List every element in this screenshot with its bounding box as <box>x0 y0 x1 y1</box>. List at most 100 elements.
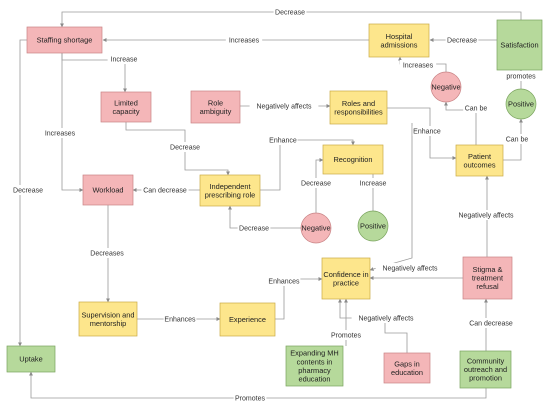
edge-label-bg <box>299 178 333 188</box>
edge-label-decrease-left: Decrease <box>13 188 43 195</box>
edge-label-bg <box>356 178 390 188</box>
edge-label-promotes-bottom: Promotes <box>235 396 265 403</box>
edge-negatively-affects-gaps <box>338 298 408 353</box>
edge-label-enhance-roles: Enhance <box>413 129 441 136</box>
node-label-expanding-mh: education <box>298 375 330 384</box>
node-roles-responsibilities <box>329 90 388 125</box>
node-label-negative-mid: Negative <box>301 224 330 233</box>
node-label-independent-prescribing: prescribing role <box>205 190 256 199</box>
node-label-hospital-admissions: Hospital <box>386 32 413 41</box>
node-confidence <box>321 257 371 300</box>
node-label-community-outreach: Community <box>467 357 505 366</box>
edge-label-can-be-positive: Can be <box>506 137 529 144</box>
node-negative-mid <box>300 212 332 244</box>
edge-label-decrease-capacity: Decrease <box>170 145 200 152</box>
edge-label-decrease-independent: Decrease <box>239 226 269 233</box>
node-label-confidence: Confidence in <box>323 270 368 279</box>
node-label-limited-capacity: Limited <box>114 98 138 107</box>
edge-label-bg <box>351 313 421 323</box>
edge-label-increase-limited: Increase <box>111 57 138 64</box>
edge-label-can-decrease-workload: Can decrease <box>143 188 187 195</box>
edge-label-enhances-experience: Enhances <box>164 317 196 324</box>
node-label-satisfaction: Satisfaction <box>500 41 538 50</box>
node-label-expanding-mh: contents in <box>297 357 333 366</box>
node-label-roles-responsibilities: responsibilities <box>334 107 383 116</box>
node-uptake <box>6 345 56 373</box>
node-supervision <box>78 301 138 337</box>
edge-label-bg <box>249 101 319 111</box>
edge-label-bg <box>375 263 445 273</box>
node-label-patient-outcomes: Patient <box>468 152 491 161</box>
edge-label-bg <box>451 210 521 220</box>
node-label-stigma: treatment <box>472 274 503 283</box>
node-positive-top <box>505 88 537 120</box>
edge-label-decrease-recognition: Decrease <box>301 181 331 188</box>
edge-label-bg <box>233 393 267 403</box>
edge-label-increase-recognition: Increase <box>360 181 387 188</box>
node-label-positive-mid: Positive <box>360 222 386 231</box>
edge-can-be-negative <box>444 101 477 145</box>
edge-label-can-decrease-stigma: Can decrease <box>469 321 513 328</box>
edge-label-increases-negative: Increases <box>403 63 434 70</box>
node-label-uptake: Uptake <box>19 355 42 364</box>
node-recognition <box>322 144 384 175</box>
edge-label-bg <box>41 128 79 138</box>
node-staffing-shortage <box>26 26 103 54</box>
edge-label-decrease-admissions: Decrease <box>447 38 477 45</box>
edge-label-bg <box>107 54 141 64</box>
node-label-expanding-mh: pharmacy <box>298 366 331 375</box>
edge-label-negatively-affects-roles: Negatively affects <box>256 104 312 111</box>
edge-label-increases-top: Increases <box>229 38 260 45</box>
edge-label-bg <box>88 248 126 258</box>
edge-increases-left <box>61 53 84 192</box>
node-label-patient-outcomes: outcomes <box>463 160 495 169</box>
edge-label-bg <box>267 276 301 286</box>
edge-label-bg <box>225 35 263 45</box>
edge-enhances-confidence <box>275 277 323 320</box>
edge-label-bg <box>467 318 515 328</box>
edge-label-bg <box>168 142 202 152</box>
edge-label-bg <box>412 126 442 136</box>
edge-label-decrease-top: Decrease <box>275 10 305 17</box>
node-label-negative-top: Negative <box>431 83 460 92</box>
node-label-positive-top: Positive <box>508 100 534 109</box>
node-expanding-mh <box>285 345 344 387</box>
node-label-community-outreach: promotion <box>469 374 502 383</box>
edge-label-bg <box>141 185 189 195</box>
edge-label-bg <box>11 185 45 195</box>
node-label-role-ambiguity: Role <box>208 98 223 107</box>
edge-label-bg <box>463 103 489 113</box>
edge-decrease-independent <box>228 205 301 229</box>
edge-label-negatively-affects-confidence: Negatively affects <box>382 266 438 273</box>
node-label-supervision: mentorship <box>90 319 127 328</box>
node-patient-outcomes <box>455 144 504 177</box>
edge-label-increases-left: Increases <box>45 131 76 138</box>
edge-label-bg <box>163 314 197 324</box>
node-stigma <box>462 256 513 300</box>
node-workload <box>82 174 134 206</box>
edge-label-bg <box>399 60 437 70</box>
node-community-outreach <box>459 350 512 389</box>
node-label-expanding-mh: Expanding MH <box>290 349 338 358</box>
node-experience <box>219 302 276 337</box>
node-label-workload: Workload <box>92 186 123 195</box>
node-satisfaction <box>496 19 543 71</box>
edge-label-negatively-affects-patient: Negatively affects <box>458 213 514 220</box>
node-label-supervision: Supervision and <box>81 310 134 319</box>
node-gaps-education <box>383 352 431 384</box>
edge-label-bg <box>237 223 271 233</box>
node-label-stigma: refusal <box>476 282 499 291</box>
edge-can-be-positive <box>503 118 523 161</box>
edge-decrease-recognition <box>315 158 324 213</box>
node-label-experience: Experience <box>229 315 266 324</box>
edge-label-bg <box>504 134 530 144</box>
node-independent-prescribing <box>199 174 261 207</box>
node-label-staffing-shortage: Staffing shortage <box>37 36 93 45</box>
node-label-stigma: Stigma & <box>473 265 503 274</box>
edge-label-enhance-recognition: Enhance <box>269 138 297 145</box>
edge-label-can-be-negative: Can be <box>465 106 488 113</box>
node-label-gaps-education: Gaps in <box>394 359 419 368</box>
